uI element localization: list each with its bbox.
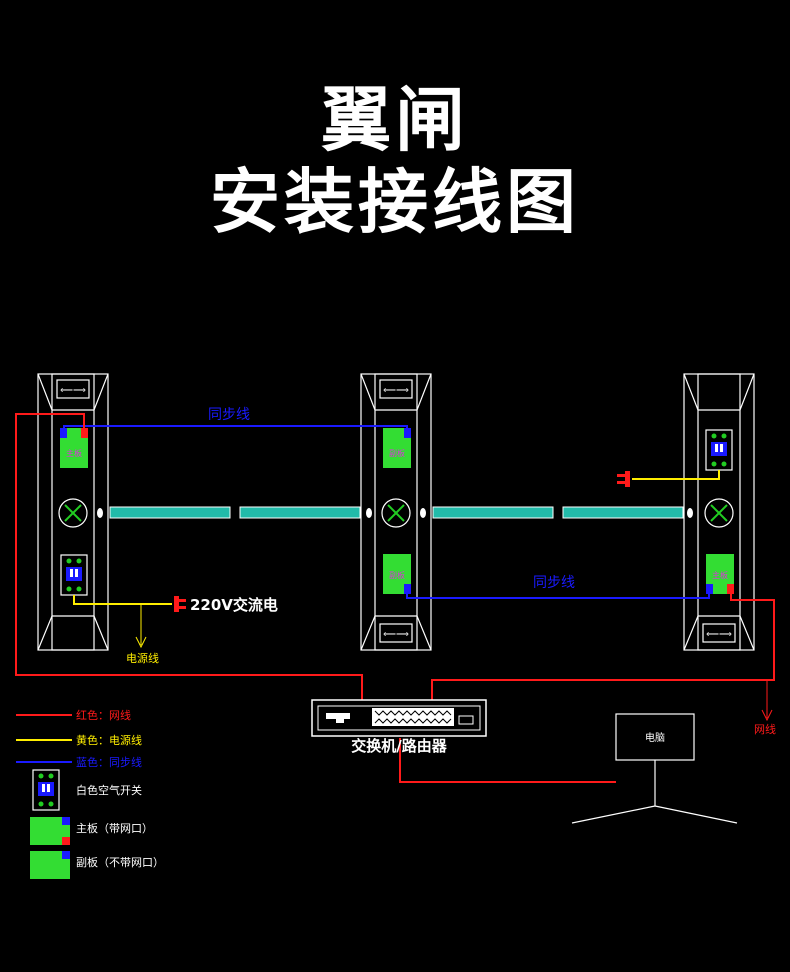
sync-line [63, 425, 710, 599]
motor-indicator-icon [58, 498, 734, 528]
network-line [15, 413, 775, 783]
power-cable-label: 电源线 [126, 651, 159, 665]
legend-yellow: 黄色：电源线 [76, 733, 142, 747]
sync-line-label: 同步线 [208, 407, 250, 423]
network-switch [311, 699, 487, 737]
legend: 红色：网线 黄色：电源线 蓝色：同步线 白色空气开关 主板（带网口） 副板（不带… [16, 708, 164, 879]
legend-main-board: 主板（带网口） [76, 821, 153, 835]
power-plug-icon [174, 596, 186, 612]
computer-monitor [571, 713, 738, 824]
right-turnstile-cabinet [683, 373, 755, 651]
network-arrow-icon [761, 680, 773, 722]
svg-text:副板: 副板 [389, 570, 405, 580]
main-board: 主板 [706, 554, 734, 594]
legend-sub-board-icon [30, 851, 70, 879]
power-cable-arrow-icon [135, 604, 147, 649]
computer-label: 电脑 [645, 731, 665, 744]
svg-text:主板: 主板 [66, 448, 82, 458]
left-turnstile-cabinet [37, 373, 109, 651]
wing-barrier [432, 506, 554, 519]
switch-label: 交换机/路由器 [351, 737, 447, 755]
wing-barrier [562, 506, 684, 519]
power-plug-icon [617, 471, 630, 487]
wing-barrier [109, 506, 231, 519]
direction-arrow-icon: ⟸⟹ [60, 386, 86, 396]
power-line [73, 470, 720, 605]
wing-barrier [239, 506, 361, 519]
legend-air-switch: 白色空气开关 [76, 783, 142, 797]
sync-line-label: 同步线 [533, 575, 575, 591]
legend-blue: 蓝色：同步线 [76, 755, 142, 769]
legend-sub-board: 副板（不带网口） [76, 855, 164, 869]
svg-text:主板: 主板 [712, 570, 728, 580]
legend-red: 红色：网线 [76, 708, 131, 722]
air-switch-icon [705, 429, 733, 471]
legend-main-board-icon [30, 817, 70, 845]
middle-turnstile-cabinet [360, 373, 432, 651]
direction-arrow-icon: ⟸⟹ [383, 386, 409, 396]
svg-text:副板: 副板 [389, 448, 405, 458]
air-switch-icon [60, 554, 88, 596]
legend-air-switch-icon [32, 769, 60, 811]
title-line-2: 安装接线图 [210, 161, 580, 243]
network-cable-label: 网线 [754, 722, 776, 736]
direction-arrow-icon: ⟸⟹ [383, 630, 409, 640]
ac-power-label: 220V交流电 [190, 596, 278, 614]
title-line-1: 翼闸 [321, 79, 469, 161]
direction-arrow-icon: ⟸⟹ [706, 630, 732, 640]
